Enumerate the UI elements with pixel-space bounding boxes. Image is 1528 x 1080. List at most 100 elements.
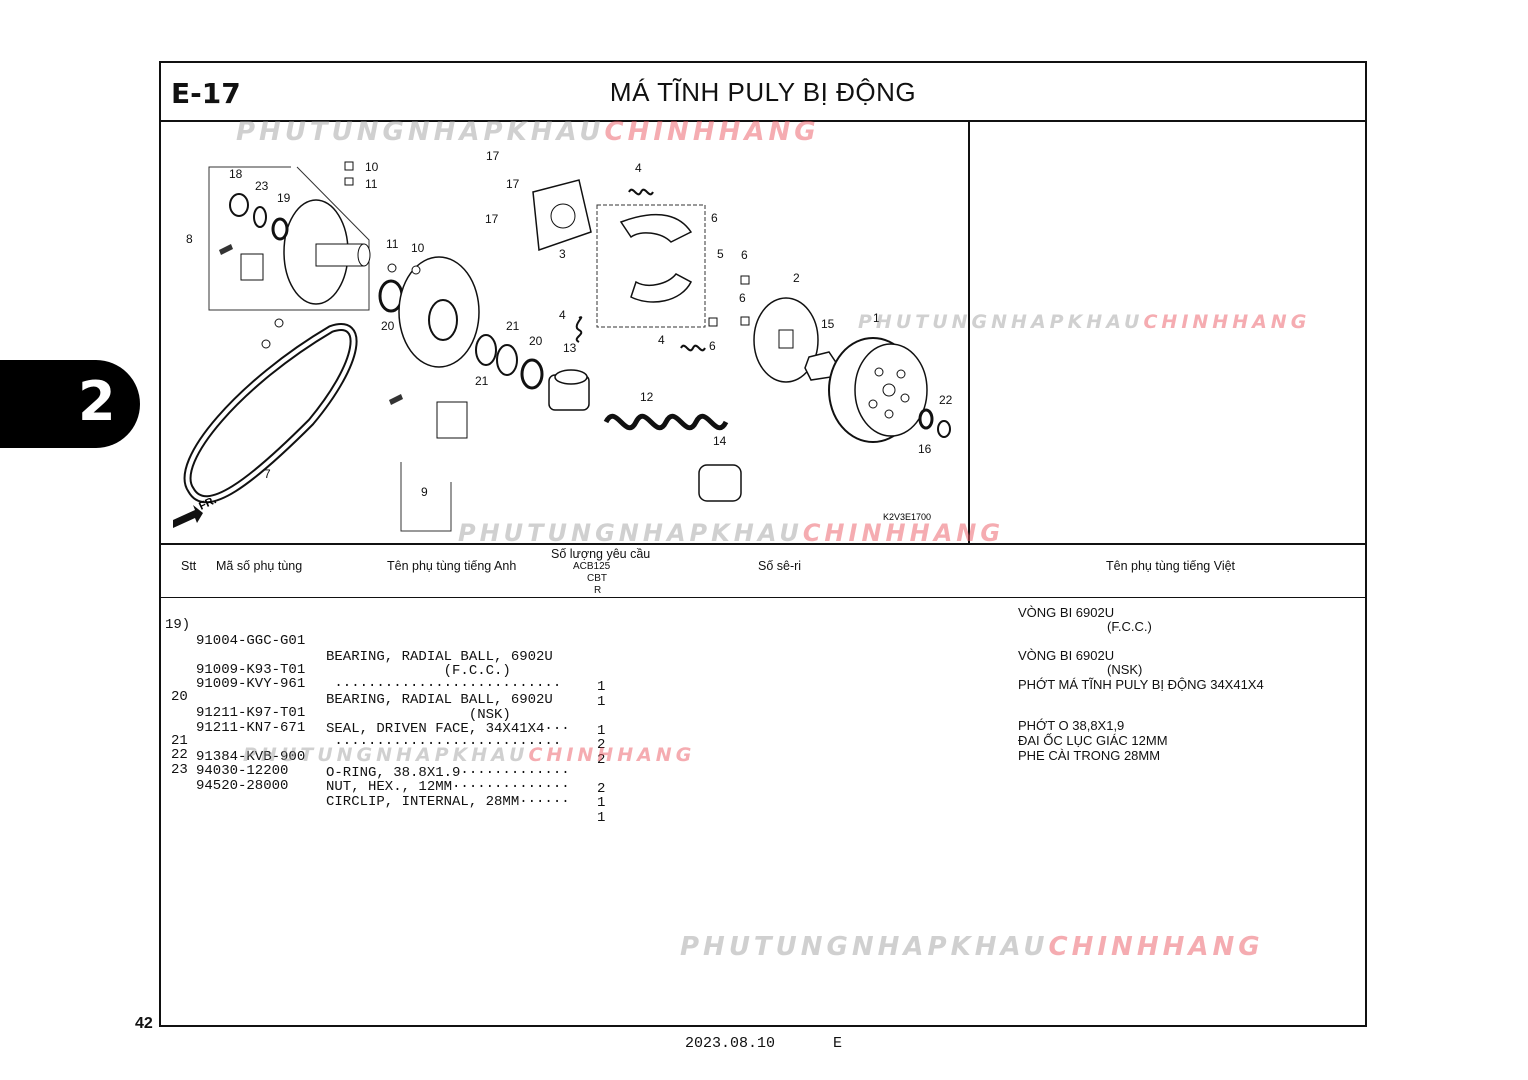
section-tab-number: 2 <box>78 370 116 433</box>
page-header: E-17 MÁ TĨNH PULY BỊ ĐỘNG <box>161 63 1365 122</box>
row-qty: 1 <box>597 810 606 826</box>
callout-9: 9 <box>421 485 428 499</box>
row-name-en: (NSK) <box>326 707 511 723</box>
table-row: 91211-KN7-671 ··························… <box>161 688 1365 768</box>
vn-name: PHỚT O 38,8X1,9 <box>1018 718 1125 733</box>
row-stt: 20 <box>171 689 188 705</box>
callout-11b: 11 <box>386 237 399 251</box>
nut-22 <box>937 420 951 438</box>
watermark: PHUTUNGNHAPKHAUCHINHHANG <box>243 744 696 766</box>
row-part-no: 91009-K93-T01 <box>196 662 306 678</box>
collar-14 <box>698 464 742 502</box>
callout-16: 16 <box>918 442 932 456</box>
col-qty-model-1: ACB125 <box>573 561 611 572</box>
row-part-no: 91211-KN7-671 <box>196 720 306 736</box>
row-qty: 1 <box>597 679 606 695</box>
row-name-en: BEARING, RADIAL BALL, 6902U <box>326 692 553 708</box>
parts-page-frame: E-17 MÁ TĨNH PULY BỊ ĐỘNG <box>159 61 1367 1027</box>
page-number: 42 <box>135 1015 153 1032</box>
row-qty: 2 <box>597 752 606 768</box>
row-part-no: 91009-KVY-961 <box>196 676 306 692</box>
row-stt: 19) <box>165 617 191 633</box>
callout-5: 5 <box>717 247 724 261</box>
vn-name: ĐAI ỐC LỤC GIÁC 12MM <box>1018 733 1168 748</box>
vn-name-note: (NSK) <box>1107 662 1143 677</box>
col-qty-model-3: R <box>594 585 602 596</box>
row-name-en: (F.C.C.) <box>326 663 511 679</box>
watermark: PHUTUNGNHAPKHAUCHINHHANG <box>680 932 1264 962</box>
callout-10a: 10 <box>365 160 379 174</box>
col-name-en: Tên phụ tùng tiếng Anh <box>387 559 517 573</box>
section-tab: 2 <box>0 360 140 448</box>
callout-17c: 17 <box>485 212 499 226</box>
callout-6b: 6 <box>739 291 746 305</box>
col-name-vn: Tên phụ tùng tiếng Việt <box>1106 559 1236 573</box>
row-qty: 1 <box>597 723 606 739</box>
table-row: 91009-KVY-961 BEARING, RADIAL BALL, 6902… <box>161 644 1365 708</box>
callout-14: 14 <box>713 434 727 448</box>
diagram-ref-code: K2V3E1700 <box>883 512 931 522</box>
watermark: PHUTUNGNHAPKHAUCHINHHANG <box>236 117 820 147</box>
callout-1: 1 <box>873 311 880 325</box>
row-name-en: BEARING, RADIAL BALL, 6902U <box>326 649 553 665</box>
table-row: 19) 91004-GGC-G01 BEARING, RADIAL BALL, … <box>161 601 1365 665</box>
row-name-en: O-RING, 38.8X1.9············· <box>326 765 570 781</box>
callout-7: 7 <box>264 467 271 481</box>
callout-19: 19 <box>277 191 291 205</box>
fr-arrow <box>173 505 203 528</box>
exploded-parts-diagram: 1 2 3 4 4 4 5 6 6 6 6 7 8 9 10 10 11 11 … <box>161 122 970 543</box>
seal-20b <box>520 358 544 390</box>
row-stt: 22 <box>171 747 188 763</box>
callout-21a: 21 <box>506 319 520 333</box>
footer-edition: E <box>833 1035 843 1052</box>
footer-date: 2023.08.10 <box>685 1035 776 1052</box>
vn-name: PHE CÀI TRONG 28MM <box>1018 748 1161 763</box>
table-row: 23 94520-28000 CIRCLIP, INTERNAL, 28MM··… <box>161 746 1365 826</box>
row-part-no: 91004-GGC-G01 <box>196 633 306 649</box>
row-stt: 23 <box>171 762 188 778</box>
table-row: (NSK) 1 <box>161 659 1365 739</box>
page-title: MÁ TĨNH PULY BỊ ĐỘNG <box>609 77 917 107</box>
table-row: (F.C.C.) 1 <box>161 615 1365 695</box>
clutch-shoe-a <box>619 213 693 243</box>
col-serial: Số sê-ri <box>758 559 802 573</box>
row-qty: 1 <box>597 694 606 710</box>
col-part-no: Mã số phụ tùng <box>216 559 303 573</box>
table-row: 21 91384-KVB-900 O-RING, 38.8X1.9·······… <box>161 717 1365 797</box>
callout-12: 12 <box>640 390 654 404</box>
driven-face-hub <box>315 243 365 267</box>
callout-23: 23 <box>255 179 269 193</box>
washer-16 <box>918 408 934 430</box>
watermark: PHUTUNGNHAPKHAUCHINHHANG <box>858 311 1311 333</box>
vn-name: VÒNG BI 6902U <box>1018 648 1115 663</box>
vn-name: VÒNG BI 6902U <box>1018 605 1115 620</box>
clutch-shoe-b <box>630 273 692 303</box>
callout-20b: 20 <box>529 334 543 348</box>
callout-13: 13 <box>563 341 577 355</box>
callout-11a: 11 <box>365 177 378 191</box>
callout-6a: 6 <box>741 248 748 262</box>
grease-label-9 <box>436 401 468 439</box>
vn-name: PHỚT MÁ TĨNH PULY BỊ ĐỘNG 34X41X4 <box>1018 677 1264 692</box>
watermark: PHUTUNGNHAPKHAUCHINHHANG <box>458 519 1005 547</box>
callout-4a: 4 <box>635 161 642 175</box>
callout-22: 22 <box>939 393 953 407</box>
callout-18: 18 <box>229 167 243 181</box>
row-stt: 21 <box>171 733 188 749</box>
group-box-5 <box>596 204 706 328</box>
callout-6c: 6 <box>709 339 716 353</box>
bearing-18 <box>229 193 249 217</box>
col-qty: Số lượng yêu cầu <box>551 547 651 561</box>
row-qty: 1 <box>597 795 606 811</box>
o-ring-21b <box>496 344 518 376</box>
callout-17b: 17 <box>506 177 520 191</box>
row-qty: 2 <box>597 737 606 753</box>
grease-label-8 <box>240 253 264 281</box>
row-qty: 2 <box>597 781 606 797</box>
callout-17a: 17 <box>486 149 500 163</box>
bearing-19 <box>271 217 289 241</box>
table-row: 22 94030-12200 NUT, HEX., 12MM··········… <box>161 731 1365 811</box>
vn-name-note: (F.C.C.) <box>1107 619 1152 634</box>
row-part-no: 91384-KVB-900 <box>196 749 306 765</box>
row-name-en: SEAL, DRIVEN FACE, 34X41X4··· <box>326 721 570 737</box>
